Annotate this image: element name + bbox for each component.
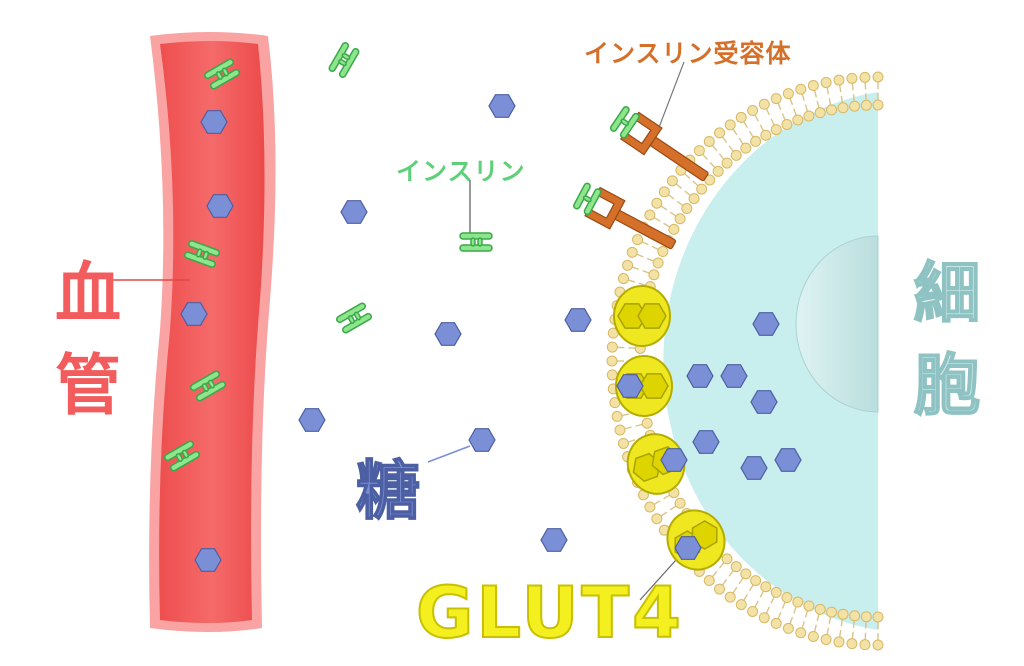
cell-label-char-2: 胞 — [913, 346, 981, 425]
bound-insulin — [609, 106, 640, 139]
blood-vessel-label: 血 管 — [48, 248, 128, 432]
insulin-molecule — [189, 370, 227, 402]
glut4-leader-line — [639, 559, 677, 601]
sugar-molecule — [774, 448, 802, 472]
insulin-molecule — [163, 440, 201, 472]
sugar-molecule — [674, 536, 702, 560]
blood-vessel — [149, 32, 276, 632]
insulin-molecule — [459, 232, 493, 252]
sugar-molecule — [686, 364, 714, 388]
cell-label: 細 胞 — [902, 248, 992, 432]
sugar-molecule — [468, 428, 496, 452]
sugar-label: 糖 — [355, 454, 421, 530]
sugar-molecule — [200, 110, 228, 134]
sugar-molecules — [180, 94, 802, 572]
cell-nucleus — [795, 235, 879, 413]
insulin-molecules — [163, 41, 493, 472]
cell-label-char-1: 細 — [913, 254, 981, 333]
insulin-molecule — [328, 41, 360, 79]
sugar-leader-line — [427, 445, 471, 463]
sugar-molecule — [206, 194, 234, 218]
cell — [663, 92, 879, 630]
sugar-molecule — [660, 448, 688, 472]
insulin-molecule — [203, 58, 241, 90]
glut4-transporter — [613, 285, 671, 347]
sugar-molecule — [488, 94, 516, 118]
sugar-molecule — [180, 302, 208, 326]
insulin-molecule — [183, 240, 221, 268]
sugar-molecule — [340, 200, 368, 224]
insulin-receptors — [573, 106, 709, 250]
insulin-label: インスリン — [396, 157, 526, 186]
insulin-molecule — [335, 302, 373, 334]
sugar-molecule — [564, 308, 592, 332]
glut4-label: GLUT4 — [415, 571, 684, 655]
sugar-molecule — [298, 408, 326, 432]
bound-insulin — [573, 182, 602, 216]
sugar-molecule — [720, 364, 748, 388]
sugar-molecule — [750, 390, 778, 414]
sugar-molecule — [692, 430, 720, 454]
blood-vessel-label-char-1: 血 — [55, 255, 121, 332]
insulin-receptor — [609, 106, 709, 182]
receptor-leader-line — [657, 61, 685, 131]
sugar-molecule — [752, 312, 780, 336]
sugar-molecule — [540, 528, 568, 552]
sugar-molecule — [740, 456, 768, 480]
blood-vessel-label-char-2: 管 — [55, 347, 121, 424]
sugar-molecule — [434, 322, 462, 346]
sugar-molecule — [194, 548, 222, 572]
insulin-receptor-label: インスリン受容体 — [584, 39, 792, 68]
insulin-receptor — [573, 182, 677, 250]
sugar-molecule — [616, 374, 644, 398]
